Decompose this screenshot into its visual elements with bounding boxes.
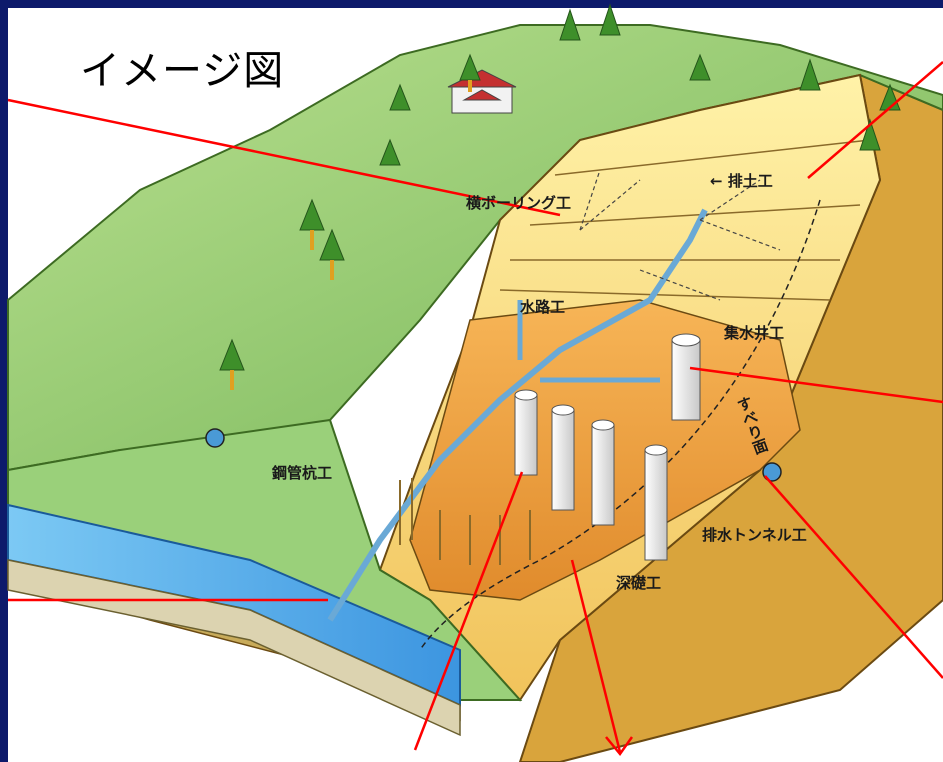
label-deep-foundation: 深礎工: [616, 574, 662, 592]
label-steel-pipe-pile: 鋼管杭工: [272, 464, 333, 482]
house: [447, 69, 517, 114]
top-blue-strip: [0, 0, 943, 8]
terrace-line: [529, 204, 861, 226]
drainage-tunnel-opening: [762, 462, 782, 482]
river-outlet: [205, 428, 225, 448]
label-soil-removal: ← 排土工: [710, 172, 773, 190]
terrace-line: [554, 139, 871, 176]
tree-trunks: [230, 80, 472, 390]
diagram-title: イメージ図: [80, 48, 285, 94]
deep-foundation-piles: [514, 389, 668, 561]
pointer-lines: [7, 61, 943, 757]
label-drainage-tunnel: 排水トンネル工: [702, 526, 807, 544]
catchment-well: [671, 333, 701, 421]
waterway-pipe: [327, 208, 708, 622]
terrace-line: [499, 289, 831, 301]
label-catchment-well: 集水井工: [724, 324, 785, 342]
trees: [219, 3, 901, 371]
steel-pipe-piles: [399, 478, 531, 565]
river-bank: [7, 559, 461, 737]
label-waterway: 水路工: [520, 298, 566, 316]
left-blue-strip: [0, 0, 8, 762]
horizontal-boring-lines: [579, 169, 781, 301]
label-horizontal-boring: 横ボーリング工: [466, 194, 572, 212]
